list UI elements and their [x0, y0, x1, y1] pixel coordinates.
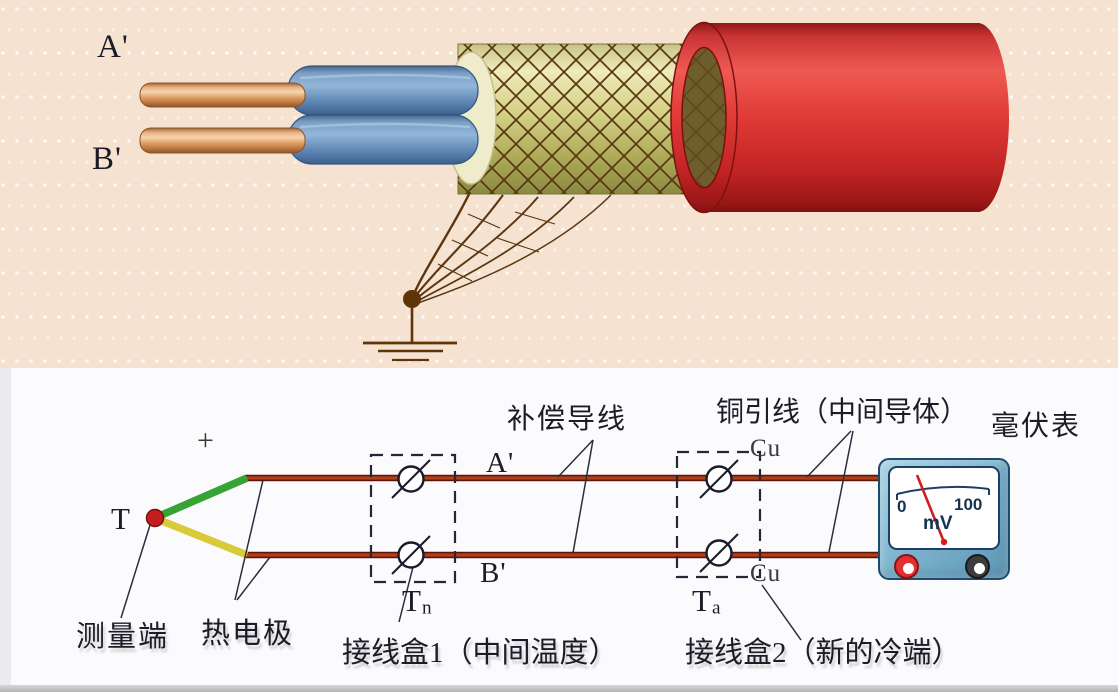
ta-main: T — [692, 583, 712, 618]
millivoltmeter: 0 100 mV — [878, 458, 1010, 580]
cable-wire-b-label: B' — [92, 141, 122, 177]
electrode-green — [155, 474, 249, 521]
meter-positive-terminal — [894, 554, 919, 579]
meter-needle — [915, 474, 946, 543]
caption-compensation-wire: 补偿导线 — [507, 404, 628, 435]
terminal-box1-bottom — [391, 535, 431, 575]
hot-junction-label: T — [111, 501, 131, 536]
terminal-symbols — [391, 459, 739, 575]
cu-bottom-label: Cu — [750, 560, 782, 587]
circuit-wire-a-label: A' — [486, 447, 515, 479]
terminal-box2-bottom — [699, 533, 739, 573]
terminal-box2-top — [699, 459, 739, 499]
electrode-yellow — [155, 515, 249, 559]
outer-jacket — [670, 21, 1009, 214]
caption-thermo-electrodes: 热电极 — [201, 618, 295, 650]
copper-conductors — [139, 82, 306, 154]
scale-arc — [896, 485, 990, 500]
tn-main: T — [402, 583, 422, 618]
terminal-hole — [974, 563, 985, 574]
meter-scale-max: 100 — [954, 495, 983, 514]
circuit-schematic — [120, 430, 878, 641]
bottom-border-strip — [0, 685, 1118, 692]
meter-negative-terminal — [965, 554, 990, 579]
caption-junction-box1: 接线盒1（中间温度） — [342, 637, 618, 669]
hot-junction-dot — [145, 508, 165, 528]
caption-measuring-end: 测量端 — [76, 621, 170, 653]
compensation-wires — [245, 474, 878, 559]
meter-scale-min: 0 — [897, 497, 907, 516]
insulated-wires — [287, 65, 479, 165]
cable-illustration — [139, 21, 1009, 362]
ta-sub: a — [711, 597, 721, 619]
cu-top-label: Cu — [750, 435, 782, 462]
meter-face: 0 100 mV — [888, 466, 1000, 550]
ground-symbol — [363, 290, 457, 362]
cable-illustration-section — [0, 0, 1118, 368]
caption-junction-box2: 接线盒2（新的冷端） — [685, 637, 961, 669]
terminal-box1-top — [391, 459, 431, 499]
junction-box1-outline — [369, 453, 457, 584]
circuit-wire-b-label: B' — [480, 557, 507, 589]
ta-temperature-label: Ta — [692, 585, 720, 618]
tn-sub: n — [421, 597, 432, 619]
cable-wire-a-label: A' — [97, 29, 129, 65]
caption-millivoltmeter: 毫伏表 — [991, 411, 1082, 442]
tn-temperature-label: Tn — [402, 585, 432, 618]
leader-lines — [120, 430, 854, 641]
left-edge-strip — [0, 368, 11, 685]
meter-unit: mV — [923, 513, 953, 534]
meter-scale-and-needle — [896, 474, 990, 546]
circuit-section: 0 100 mV — [0, 368, 1118, 685]
junction-box2-outline — [675, 450, 762, 579]
caption-copper-lead: 铜引线（中间导体） — [716, 397, 969, 428]
polarity-plus-sign: + — [197, 424, 215, 457]
needle-pivot — [940, 538, 948, 546]
shield-drain-strands — [411, 191, 612, 304]
terminal-hole — [903, 563, 914, 574]
